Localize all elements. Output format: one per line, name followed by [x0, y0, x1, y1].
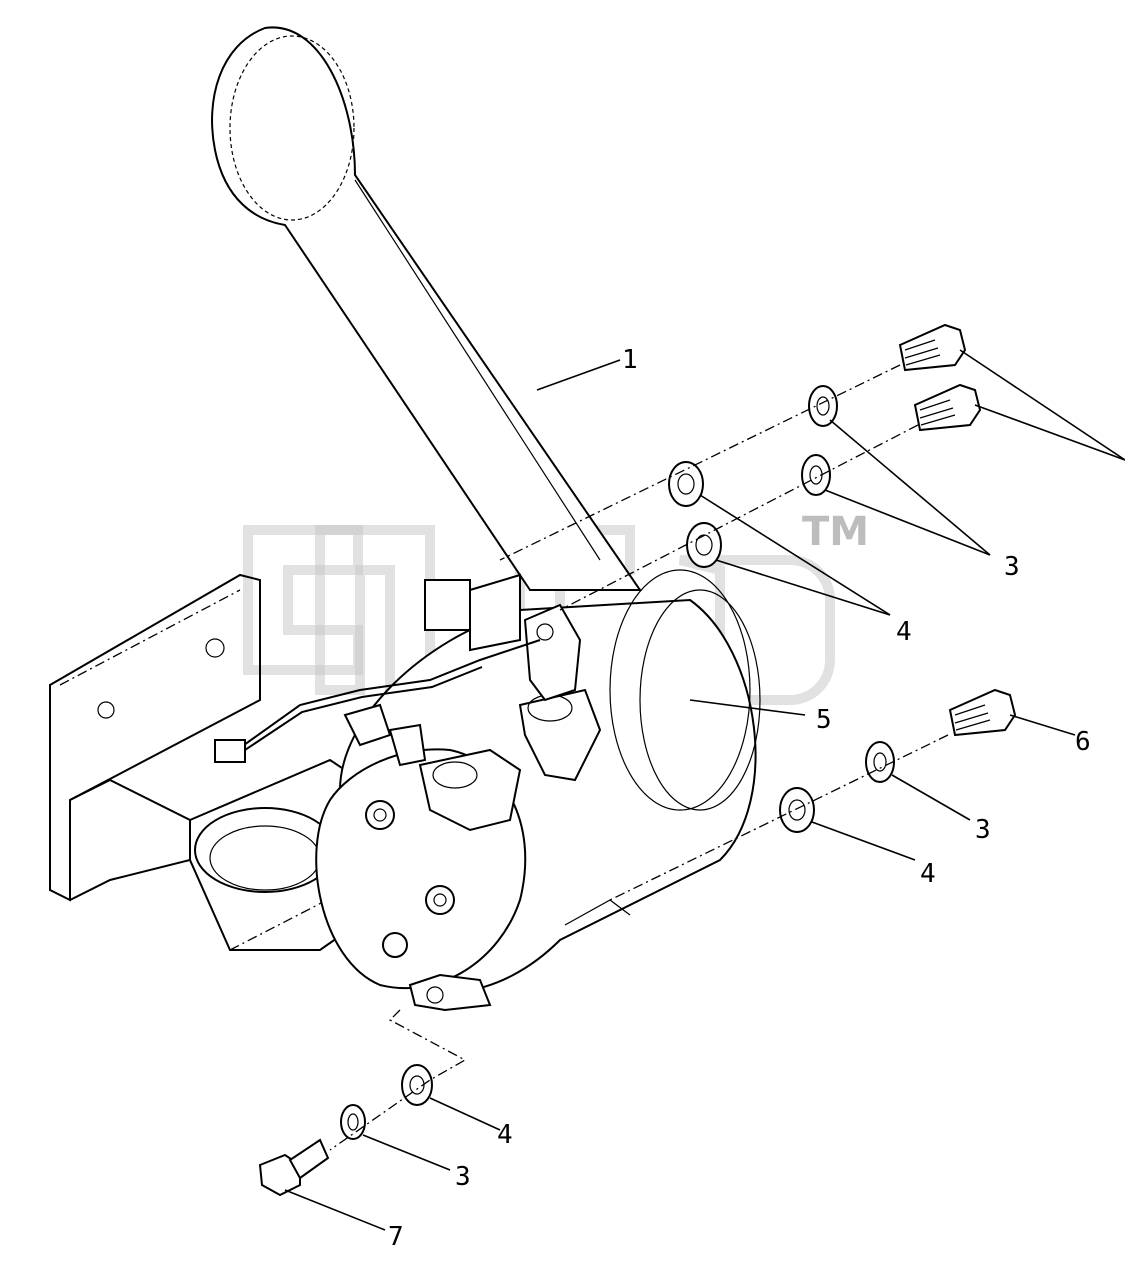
callout-3-lower: 3: [455, 1162, 471, 1192]
watermark-tm: TM: [802, 509, 869, 555]
callout-3-mid: 3: [975, 815, 991, 845]
assembly-center-lines: [329, 364, 949, 1151]
lock-washers: [340, 385, 895, 1140]
upper-bolt-1: [898, 323, 967, 372]
drive-belt: [211, 26, 642, 591]
callout-4-upper: 4: [896, 617, 912, 647]
upper-bolt-2: [913, 383, 982, 432]
callout-4-lower: 4: [497, 1120, 513, 1150]
callout-4-mid: 4: [920, 859, 936, 889]
bottom-bolt-7: [258, 1138, 330, 1197]
callout-3-upper: 3: [1004, 552, 1020, 582]
lower-bolt-6: [948, 688, 1017, 737]
leader-lines: [284, 349, 1125, 1231]
callout-7: 7: [388, 1222, 404, 1252]
ac-compressor: [214, 569, 761, 1012]
callout-5: 5: [816, 705, 832, 735]
callout-labels: 1 3 4 5 6 3 4 4 3 7: [388, 345, 1091, 1252]
callout-6: 6: [1075, 727, 1091, 757]
callout-1: 1: [622, 345, 638, 375]
